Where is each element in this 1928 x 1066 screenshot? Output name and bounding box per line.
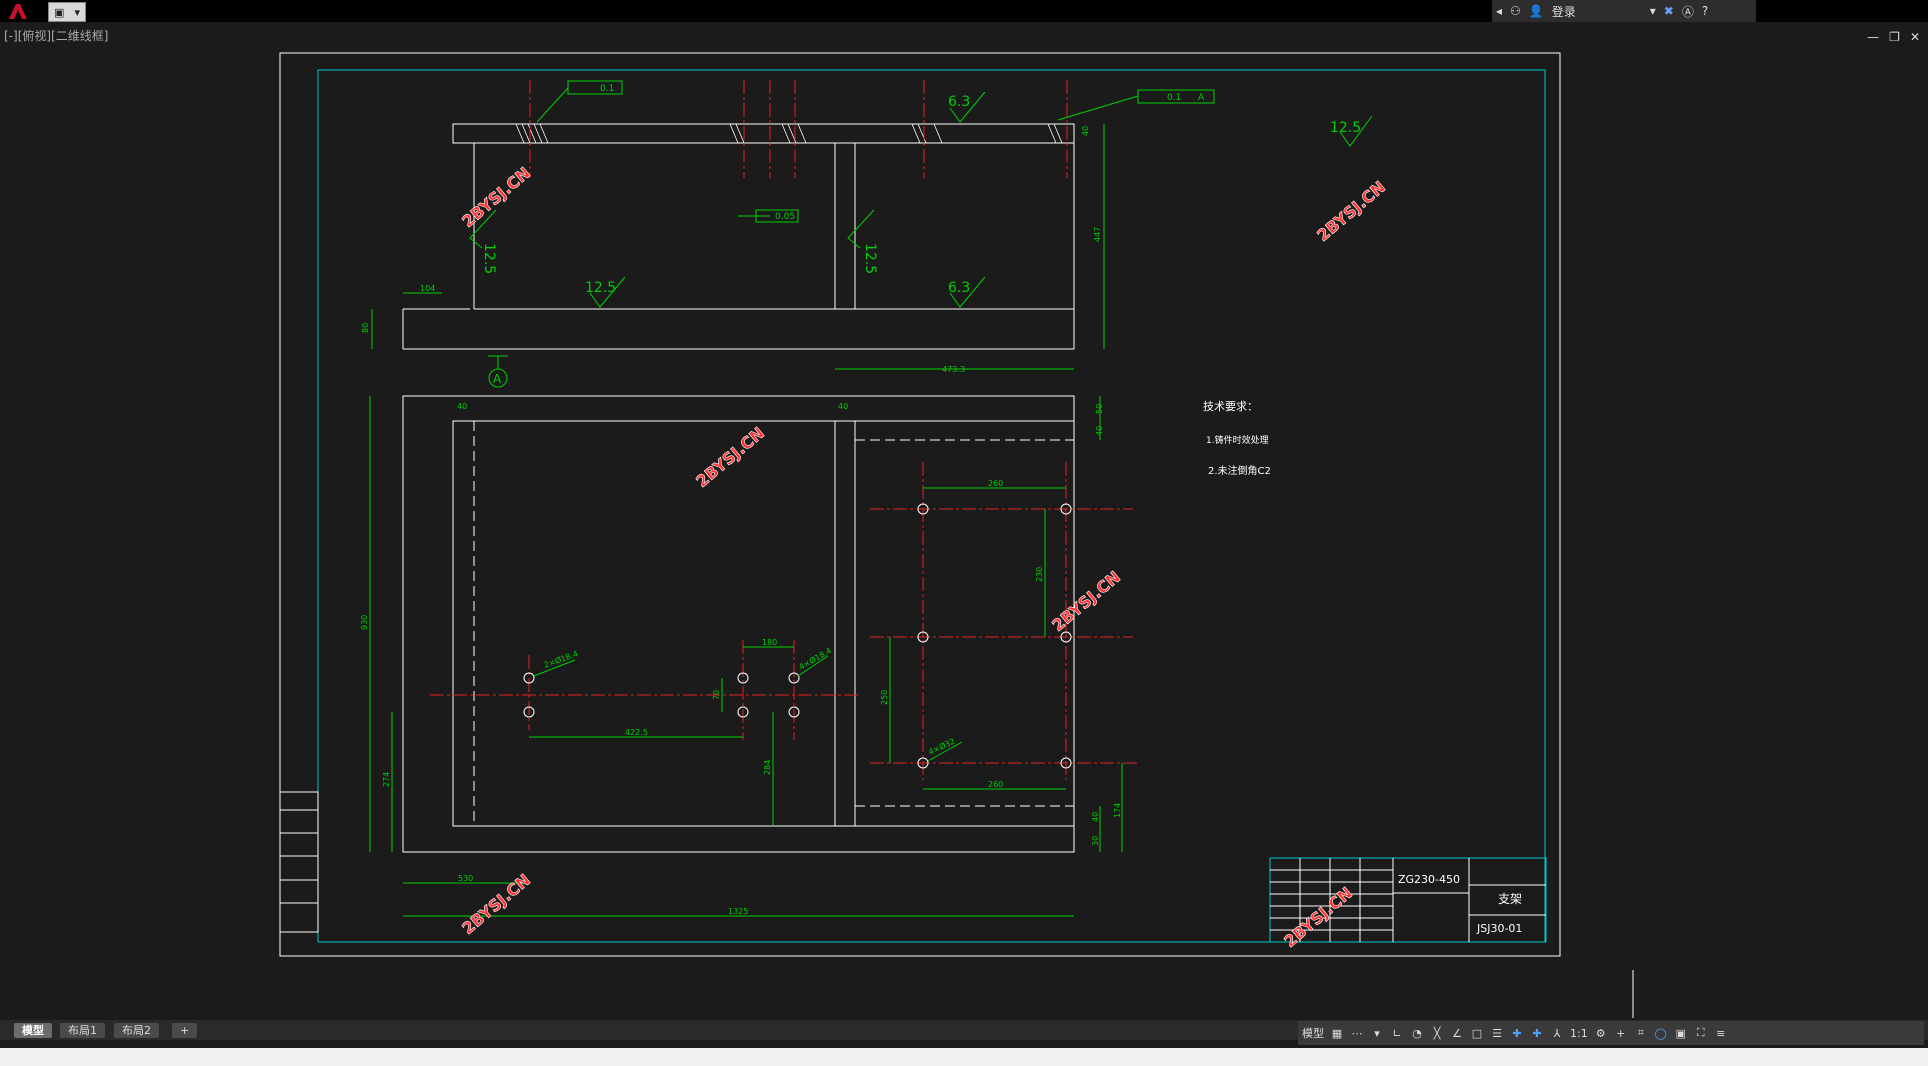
dimension-text: 274: [382, 772, 391, 787]
dimension-text: 473.3: [942, 365, 965, 374]
polar-icon[interactable]: ◔: [1412, 1026, 1422, 1040]
customize-menu-icon[interactable]: ≡: [1716, 1026, 1726, 1040]
fcf-flatness-value: 0.1: [600, 84, 614, 94]
isodraft-icon[interactable]: ╳: [1433, 1026, 1441, 1040]
watermark: 2BYSJ.CN: [692, 423, 768, 491]
drawing-canvas[interactable]: 0.1 0.05 0.1 A 6.3 12.5 12.5 12.5 12.5 6…: [0, 0, 1928, 1020]
watermark: 2BYSJ.CN: [458, 163, 534, 231]
dimension-text: 230: [1035, 567, 1044, 582]
isolate-icon[interactable]: ◯: [1654, 1026, 1667, 1040]
status-bar: 模型 ▦ ⋯ ▾ ∟ ◔ ╳ ∠ □ ☰ ✚ ✚ ⅄ 1:1 ⚙ + ⌗ ◯ ▣…: [1298, 1021, 1924, 1045]
tech-requirement-item: 2.未注倒角C2: [1208, 464, 1271, 477]
dimension-text: 260: [988, 780, 1003, 789]
annotation-scale-icon[interactable]: ⅄: [1553, 1026, 1561, 1040]
exchange-icon[interactable]: ✖: [1663, 4, 1674, 18]
dimension-text: 422.5: [625, 728, 648, 737]
fcf-datum-ref: A: [1198, 93, 1205, 103]
hole-callout: 2×Ø18.4: [542, 648, 579, 670]
dimension-text: 284: [763, 760, 772, 775]
dimension-text: 70: [712, 690, 721, 700]
login-label[interactable]: 登录: [1551, 4, 1576, 19]
window-controls: — ❐ ✕: [1867, 30, 1920, 44]
quick-access-toolbar[interactable]: ▣ ▾: [48, 2, 86, 22]
infocenter-bar: ◂ ⚇ 👤 登录 ▾ ✖ Ⓐ ?: [1492, 0, 1756, 22]
dimension-text: 447: [1093, 227, 1102, 242]
roughness-value: 12.5: [481, 243, 497, 274]
minimize-icon[interactable]: —: [1867, 30, 1880, 44]
datum-label: A: [493, 372, 502, 386]
dimension-text: 174: [1113, 803, 1122, 818]
title-block-material: ZG230-450: [1398, 873, 1460, 886]
auto-scale-icon[interactable]: ✚: [1532, 1026, 1542, 1040]
tech-requirement-item: 1.铸件时效处理: [1206, 434, 1269, 446]
hardware-acceleration-icon[interactable]: ▣: [1675, 1026, 1686, 1040]
close-icon[interactable]: ✕: [1909, 30, 1920, 44]
annotation-scale-value[interactable]: 1:1: [1570, 1026, 1588, 1040]
dropdown-icon[interactable]: ▾: [1649, 4, 1656, 18]
object-snap-tracking-icon[interactable]: ∠: [1452, 1026, 1462, 1040]
lineweight-icon[interactable]: ☰: [1492, 1026, 1502, 1040]
roughness-value: 12.5: [1330, 120, 1361, 136]
dimension-text: 104: [420, 284, 435, 293]
application-menu-button[interactable]: [0, 0, 36, 22]
tab-layout2[interactable]: 布局2: [114, 1023, 159, 1038]
add-layout-button[interactable]: +: [172, 1023, 198, 1038]
clean-screen-icon[interactable]: ⛶: [1696, 1026, 1705, 1039]
dimension-text: 80: [361, 323, 370, 333]
watermark: 2BYSJ.CN: [1048, 567, 1124, 635]
dimension-text: 50: [1095, 404, 1104, 414]
model-space-toggle[interactable]: 模型: [1302, 1027, 1324, 1040]
dimension-text: 180: [762, 638, 777, 647]
title-block-part-name: 支架: [1498, 892, 1522, 906]
dimension-text: 40: [457, 402, 467, 411]
tech-requirements-title: 技术要求：: [1203, 400, 1258, 413]
dimension-text: 40: [1081, 126, 1090, 136]
annotation-visibility-icon[interactable]: ✚: [1512, 1026, 1522, 1040]
dimension-text: 530: [458, 874, 473, 883]
binoculars-icon[interactable]: ⚇: [1510, 4, 1521, 18]
units-icon[interactable]: ⌗: [1637, 1026, 1644, 1039]
fcf-parallel-value: 0.1: [1167, 93, 1181, 103]
dimension-text: 40: [838, 402, 848, 411]
dimension-text: 260: [988, 479, 1003, 488]
save-icon[interactable]: ▣: [54, 5, 65, 19]
dimension-text: 930: [360, 615, 369, 630]
dimension-text: 250: [880, 690, 889, 705]
roughness-value: 6.3: [948, 94, 970, 110]
watermark: 2BYSJ.CN: [1280, 883, 1356, 951]
chevron-down-icon[interactable]: ▾: [1374, 1026, 1380, 1040]
title-block-code: JSJ30-01: [1476, 922, 1522, 935]
fcf-tolerance-value: 0.05: [775, 212, 795, 222]
user-icon[interactable]: 👤: [1528, 4, 1544, 18]
tab-layout1[interactable]: 布局1: [60, 1023, 105, 1038]
dimension-text: 30: [1091, 836, 1100, 846]
a360-icon[interactable]: Ⓐ: [1681, 4, 1694, 19]
dimension-text: 40: [1095, 426, 1104, 436]
windows-taskbar-strip: [0, 1048, 1928, 1066]
grid-icon[interactable]: ▦: [1331, 1026, 1343, 1040]
hole-callout: 4×Ø18.4: [797, 645, 833, 672]
osnap-icon[interactable]: □: [1471, 1026, 1483, 1040]
tab-model[interactable]: 模型: [14, 1023, 52, 1038]
watermark: 2BYSJ.CN: [1313, 177, 1389, 245]
plus-icon[interactable]: +: [1616, 1026, 1626, 1040]
autocad-logo-icon: [9, 4, 27, 19]
dimension-text: 1325: [728, 907, 748, 916]
roughness-value: 6.3: [948, 280, 970, 296]
snap-icon[interactable]: ⋯: [1351, 1026, 1363, 1040]
title-bar: ▣ ▾ ◂ ⚇ 👤 登录 ▾ ✖ Ⓐ ?: [0, 0, 1928, 22]
help-icon[interactable]: ?: [1701, 4, 1709, 18]
ortho-icon[interactable]: ∟: [1392, 1026, 1402, 1040]
workspace-gear-icon[interactable]: ⚙: [1595, 1026, 1606, 1040]
chevron-left-icon[interactable]: ◂: [1496, 4, 1503, 18]
chevron-down-icon[interactable]: ▾: [74, 5, 80, 19]
dimension-text: 40: [1091, 812, 1100, 822]
roughness-value: 12.5: [585, 280, 616, 296]
roughness-value: 12.5: [862, 243, 878, 274]
viewport-controls[interactable]: [-][俯视][二维线框]: [4, 29, 109, 43]
restore-icon[interactable]: ❐: [1889, 30, 1900, 44]
